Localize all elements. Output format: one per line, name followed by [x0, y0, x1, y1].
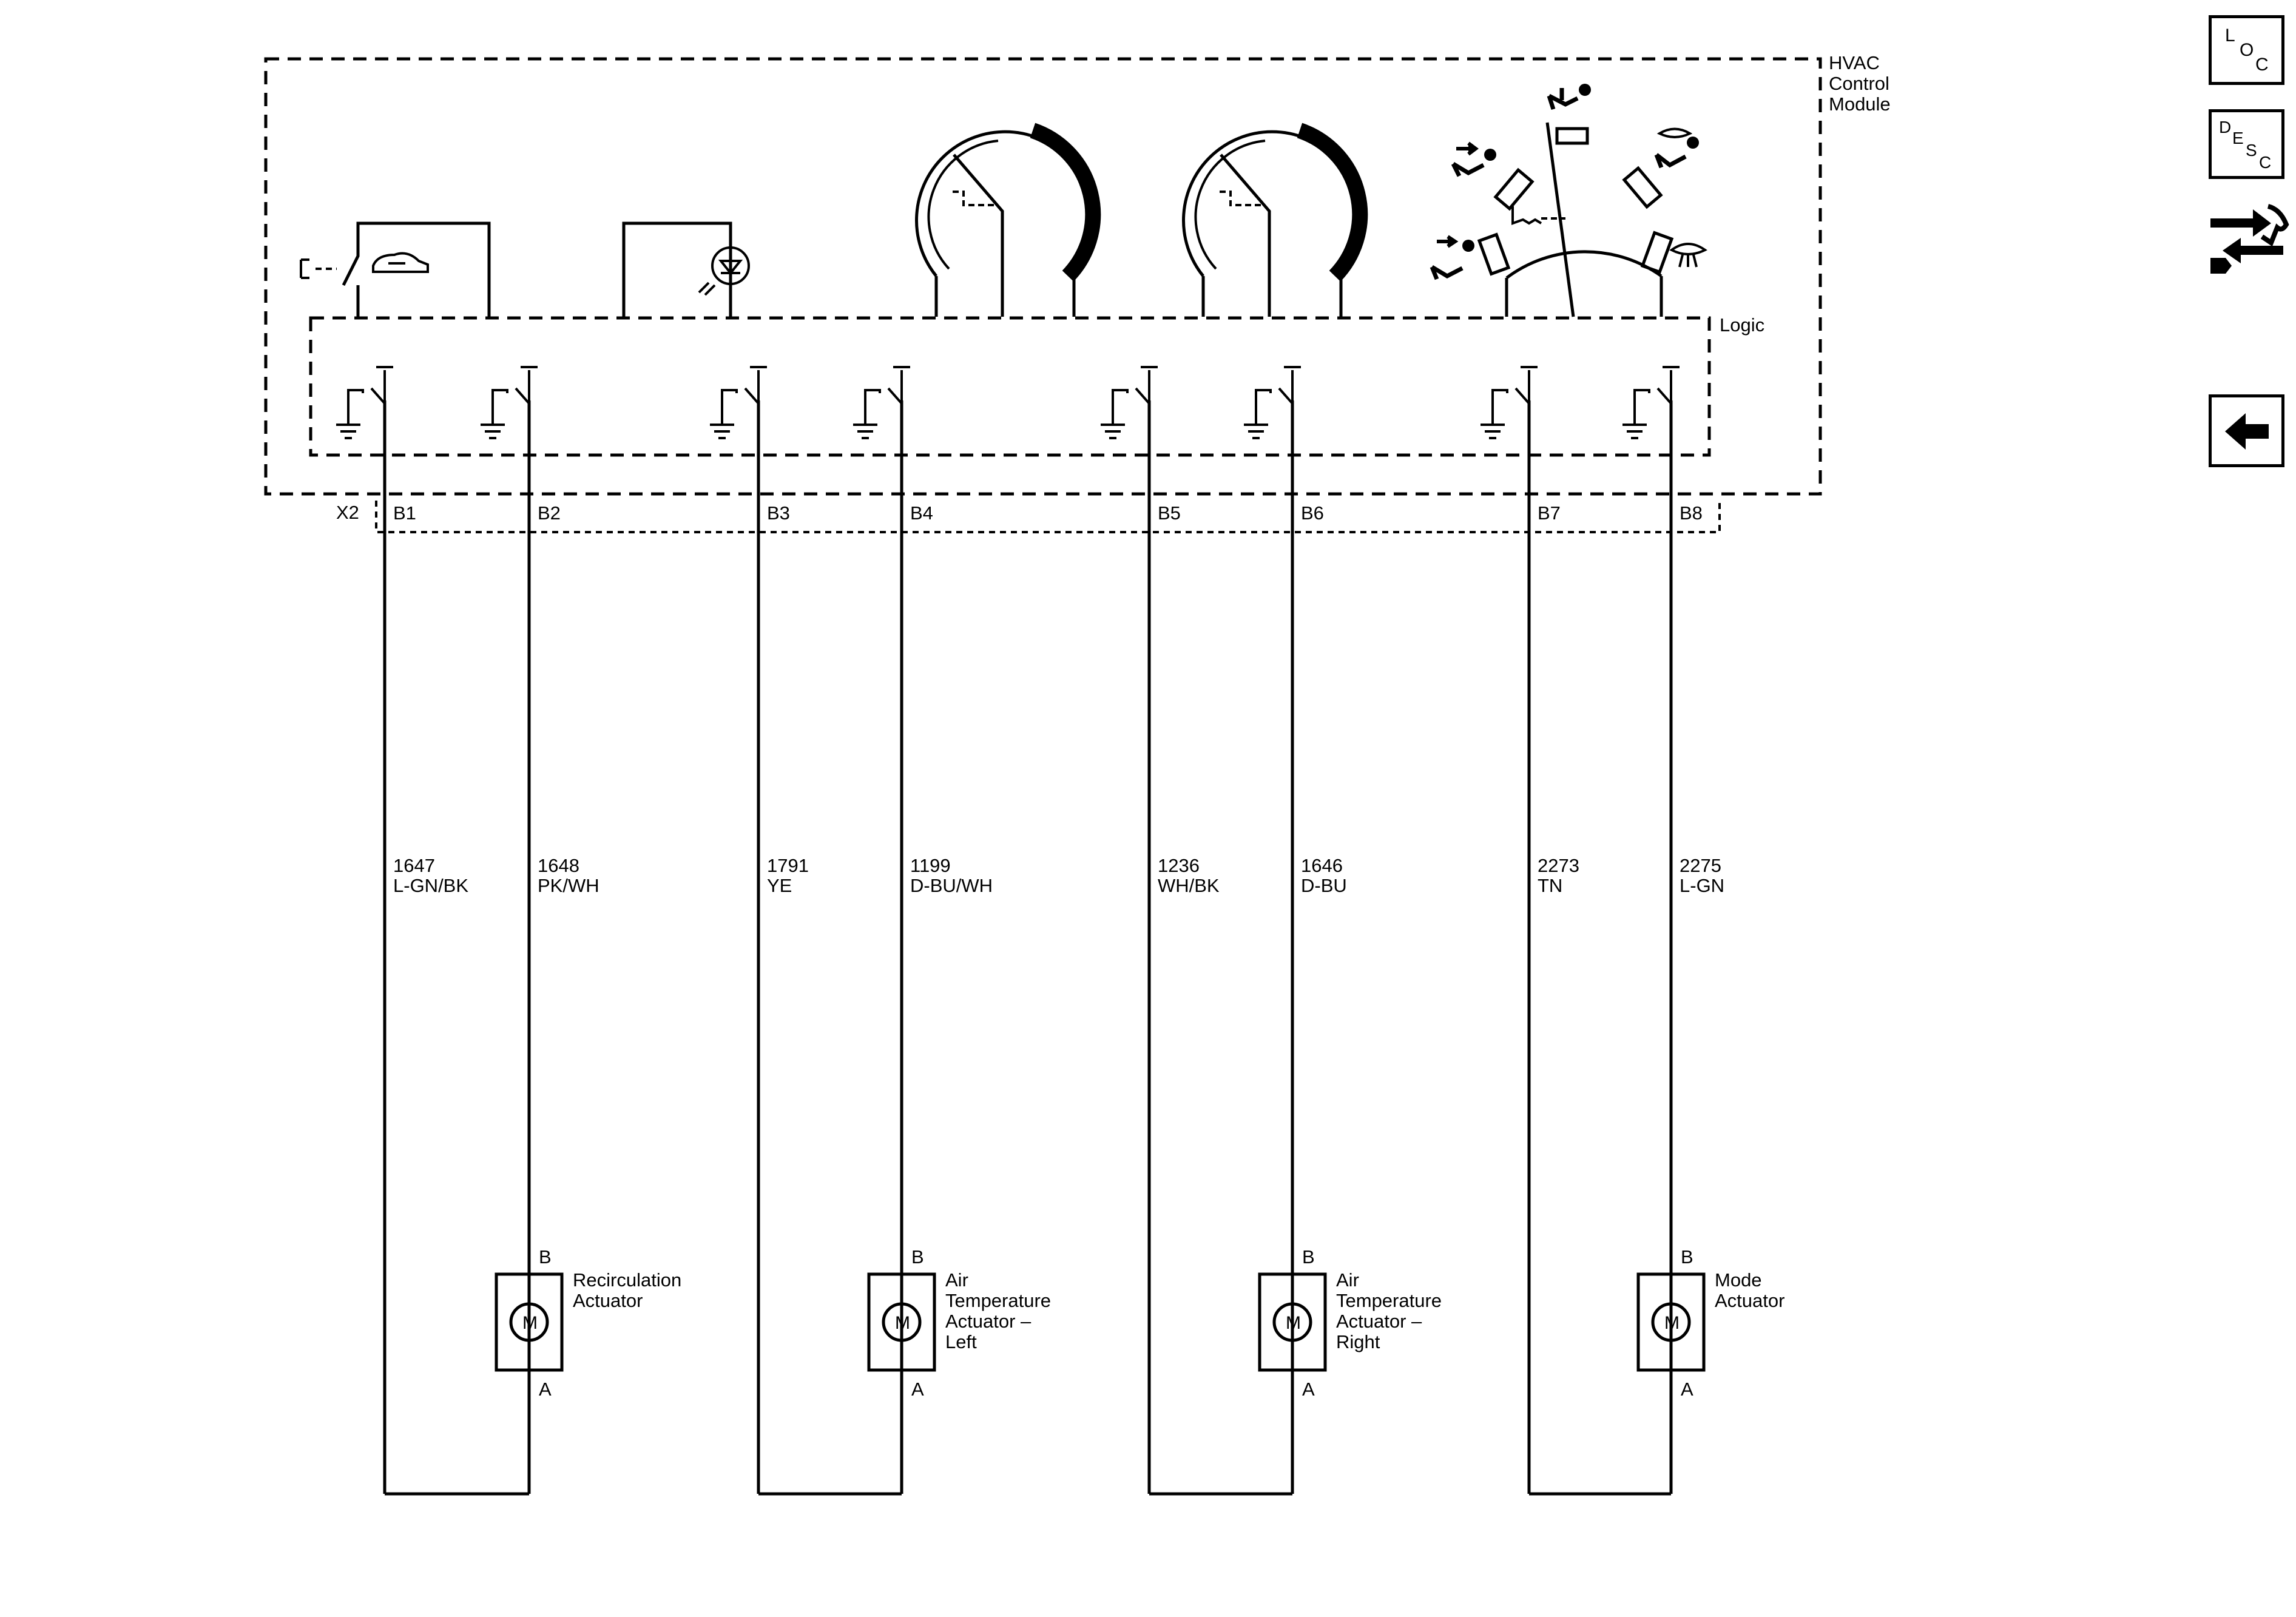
- loc-letter-o: O: [2240, 40, 2254, 60]
- temp-dial-left-icon: [915, 123, 1101, 317]
- pin-label: B4: [910, 502, 933, 524]
- connector-swap-icon[interactable]: [2204, 200, 2289, 279]
- desc-letter-d: D: [2219, 118, 2231, 137]
- actuator-name-line: Air: [945, 1269, 968, 1291]
- connector-label: X2: [336, 502, 359, 523]
- actuators: MBARecirculationActuatorMBAAirTemperatur…: [385, 1246, 1784, 1496]
- pin-a-label: A: [911, 1379, 924, 1400]
- circuit-number: 1791: [767, 855, 809, 876]
- circuit-wires: B11647L-GN/BKB21648PK/WHB31791YEB41199D-…: [383, 400, 1724, 1494]
- actuator-name-line: Temperature: [1336, 1290, 1442, 1311]
- back-arrow-icon: [2225, 413, 2269, 450]
- pin-a-label: A: [1681, 1379, 1693, 1400]
- motor-symbol: M: [522, 1313, 538, 1333]
- actuator-name-line: Actuator: [1715, 1290, 1784, 1311]
- wire-color: D-BU/WH: [910, 875, 993, 896]
- mode-selector-icon: [1477, 122, 1674, 317]
- pin-b-label: B: [539, 1246, 552, 1268]
- circuit-number: 1648: [538, 855, 579, 876]
- module-title-line1: HVAC: [1829, 52, 1880, 73]
- pin-label: B6: [1301, 502, 1324, 524]
- actuator-name-line: Actuator: [573, 1290, 643, 1311]
- circuit-number: 1236: [1158, 855, 1200, 876]
- actuator-name-line: Left: [945, 1331, 977, 1352]
- loc-letter-c: C: [2255, 55, 2269, 75]
- loc-button[interactable]: L O C: [2209, 15, 2284, 85]
- pin-b-label: B: [1302, 1246, 1315, 1268]
- pin-b-label: B: [1681, 1246, 1693, 1268]
- vent-mode-icons: [1430, 84, 1707, 280]
- pin-a-label: A: [1302, 1379, 1315, 1400]
- wire-color: WH/BK: [1158, 875, 1220, 896]
- hvac-module-boundary: [264, 57, 1822, 496]
- circuit-number: 2275: [1680, 855, 1721, 876]
- actuator-name-line: Air: [1336, 1269, 1359, 1291]
- connector-x2-outline: [375, 501, 1721, 533]
- actuator-name-line: Actuator –: [1336, 1311, 1422, 1332]
- module-title-line3: Module: [1829, 93, 1891, 115]
- desc-button[interactable]: D E S C: [2209, 109, 2284, 179]
- logic-block: [309, 316, 1711, 457]
- loc-letter-l: L: [2225, 25, 2235, 46]
- circuit-number: 1199: [910, 855, 951, 876]
- pin-label: B1: [393, 502, 416, 524]
- circuit-number: 1646: [1301, 855, 1343, 876]
- circuit-number: 2273: [1538, 855, 1579, 876]
- wire-color: TN: [1538, 875, 1562, 896]
- actuator-name-line: Right: [1336, 1331, 1380, 1352]
- logic-label: Logic: [1720, 314, 1764, 336]
- desc-letter-e: E: [2232, 129, 2244, 147]
- wire-color: D-BU: [1301, 875, 1347, 896]
- motor-symbol: M: [1286, 1313, 1301, 1333]
- indicator-led-icon: [622, 221, 750, 317]
- pin-label: B8: [1680, 502, 1703, 524]
- pin-label: B5: [1158, 502, 1181, 524]
- motor-symbol: M: [1664, 1313, 1680, 1333]
- pin-label: B2: [538, 502, 561, 524]
- wire-color: L-GN: [1680, 875, 1724, 896]
- module-title-line2: Control: [1829, 73, 1889, 94]
- actuator-name-line: Mode: [1715, 1269, 1762, 1291]
- pin-label: B3: [767, 502, 790, 524]
- pin-label: B7: [1538, 502, 1561, 524]
- circuit-number: 1647: [393, 855, 435, 876]
- wire-color: PK/WH: [538, 875, 599, 896]
- back-button[interactable]: [2209, 394, 2284, 467]
- pin-b-label: B: [911, 1246, 924, 1268]
- motor-symbol: M: [895, 1313, 910, 1333]
- wire-color: YE: [767, 875, 792, 896]
- wire-color: L-GN/BK: [393, 875, 468, 896]
- actuator-name-line: Temperature: [945, 1290, 1051, 1311]
- actuator-name-line: Actuator –: [945, 1311, 1032, 1332]
- actuator-name-line: Recirculation: [573, 1269, 681, 1291]
- temp-dial-right-icon: [1182, 123, 1368, 317]
- recirc-switch-icon: [300, 221, 491, 317]
- desc-letter-c: C: [2259, 153, 2271, 172]
- pin-a-label: A: [539, 1379, 552, 1400]
- desc-letter-s: S: [2246, 141, 2257, 160]
